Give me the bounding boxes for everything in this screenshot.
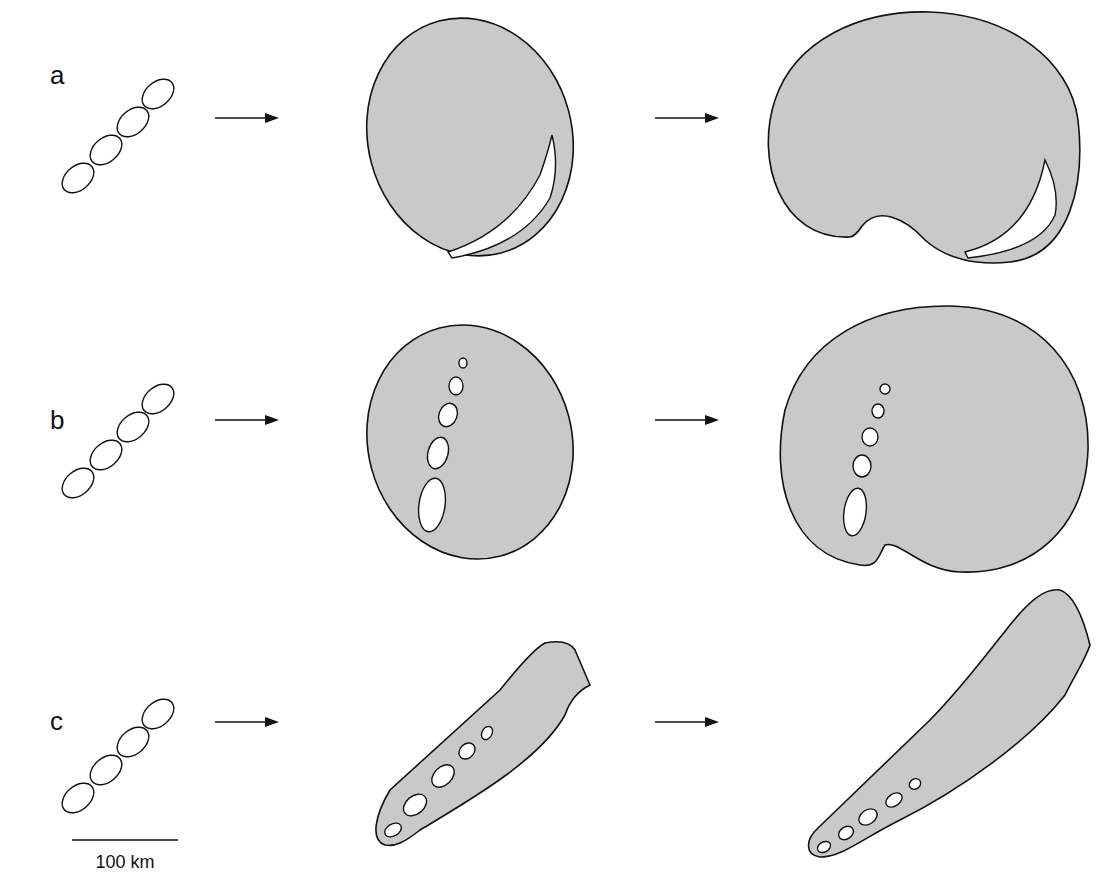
row-label: b bbox=[50, 407, 64, 433]
row-b bbox=[56, 302, 1088, 583]
row-label: c bbox=[50, 708, 63, 734]
scale-bar bbox=[72, 839, 178, 841]
grey-region bbox=[780, 306, 1088, 572]
arrow bbox=[215, 113, 279, 123]
arrow bbox=[655, 113, 719, 123]
row-label: a bbox=[50, 62, 64, 88]
white-crescent bbox=[965, 160, 1056, 258]
grey-region bbox=[808, 590, 1090, 857]
arrow bbox=[655, 415, 719, 425]
initial-chain bbox=[56, 73, 179, 199]
row-c bbox=[56, 590, 1090, 857]
scale-label: 100 km bbox=[95, 853, 154, 871]
grey-region bbox=[768, 12, 1079, 263]
white-crescent bbox=[448, 135, 556, 258]
grey-region bbox=[341, 302, 599, 583]
arrow bbox=[215, 415, 279, 425]
row-a bbox=[56, 0, 1079, 279]
grey-region bbox=[340, 0, 599, 279]
arrow bbox=[655, 717, 719, 727]
initial-chain bbox=[56, 378, 179, 504]
arrow bbox=[215, 717, 279, 727]
initial-chain bbox=[56, 693, 179, 819]
grey-region bbox=[376, 642, 590, 846]
